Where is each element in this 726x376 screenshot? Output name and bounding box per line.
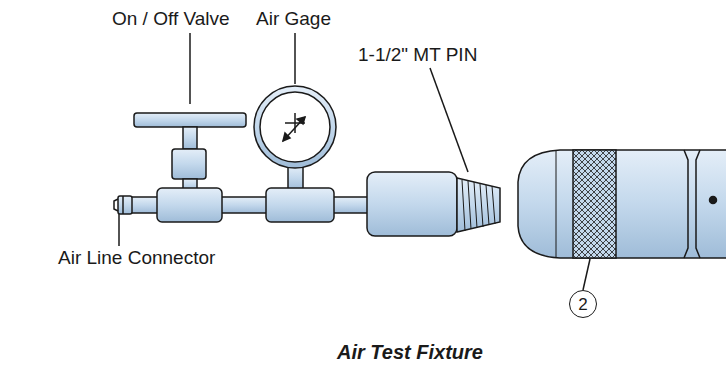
callout-circle: 2 <box>569 290 597 318</box>
part-label: 1-1/2" MT PIN <box>358 44 477 66</box>
part-label: Air Line Connector <box>58 247 215 269</box>
part-label: On / Off Valve <box>112 8 230 30</box>
part-label: Air Gage <box>256 8 331 30</box>
callout-number: 2 <box>578 296 587 313</box>
figure-caption: Air Test Fixture <box>337 341 483 364</box>
